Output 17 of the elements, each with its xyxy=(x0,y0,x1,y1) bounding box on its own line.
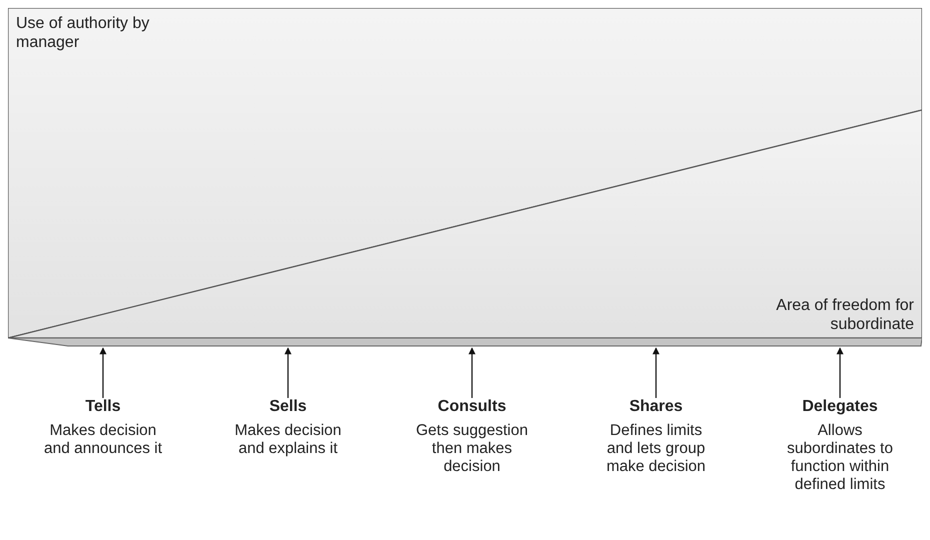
style-heading: Consults xyxy=(438,398,506,416)
style-heading: Tells xyxy=(85,398,121,416)
style-description: Defines limits and lets group make decision xyxy=(605,422,707,476)
area-label: Area of freedom for subordinate xyxy=(776,297,914,333)
style-description: Allows subordinates to function within defined limits xyxy=(786,422,894,494)
style-heading: Shares xyxy=(629,398,683,416)
arrow xyxy=(652,347,660,398)
arrow xyxy=(468,347,476,398)
style-description: Makes decision and announces it xyxy=(43,422,163,458)
arrow xyxy=(284,347,292,398)
style-heading: Sells xyxy=(269,398,307,416)
style-description: Gets suggestion then makes decision xyxy=(414,422,529,476)
arrow xyxy=(100,347,106,398)
style-heading: Delegates xyxy=(802,398,878,416)
style-description: Makes decision and explains it xyxy=(234,422,342,458)
arrow xyxy=(836,347,844,398)
area-label: Use of authority by manager xyxy=(16,15,150,51)
